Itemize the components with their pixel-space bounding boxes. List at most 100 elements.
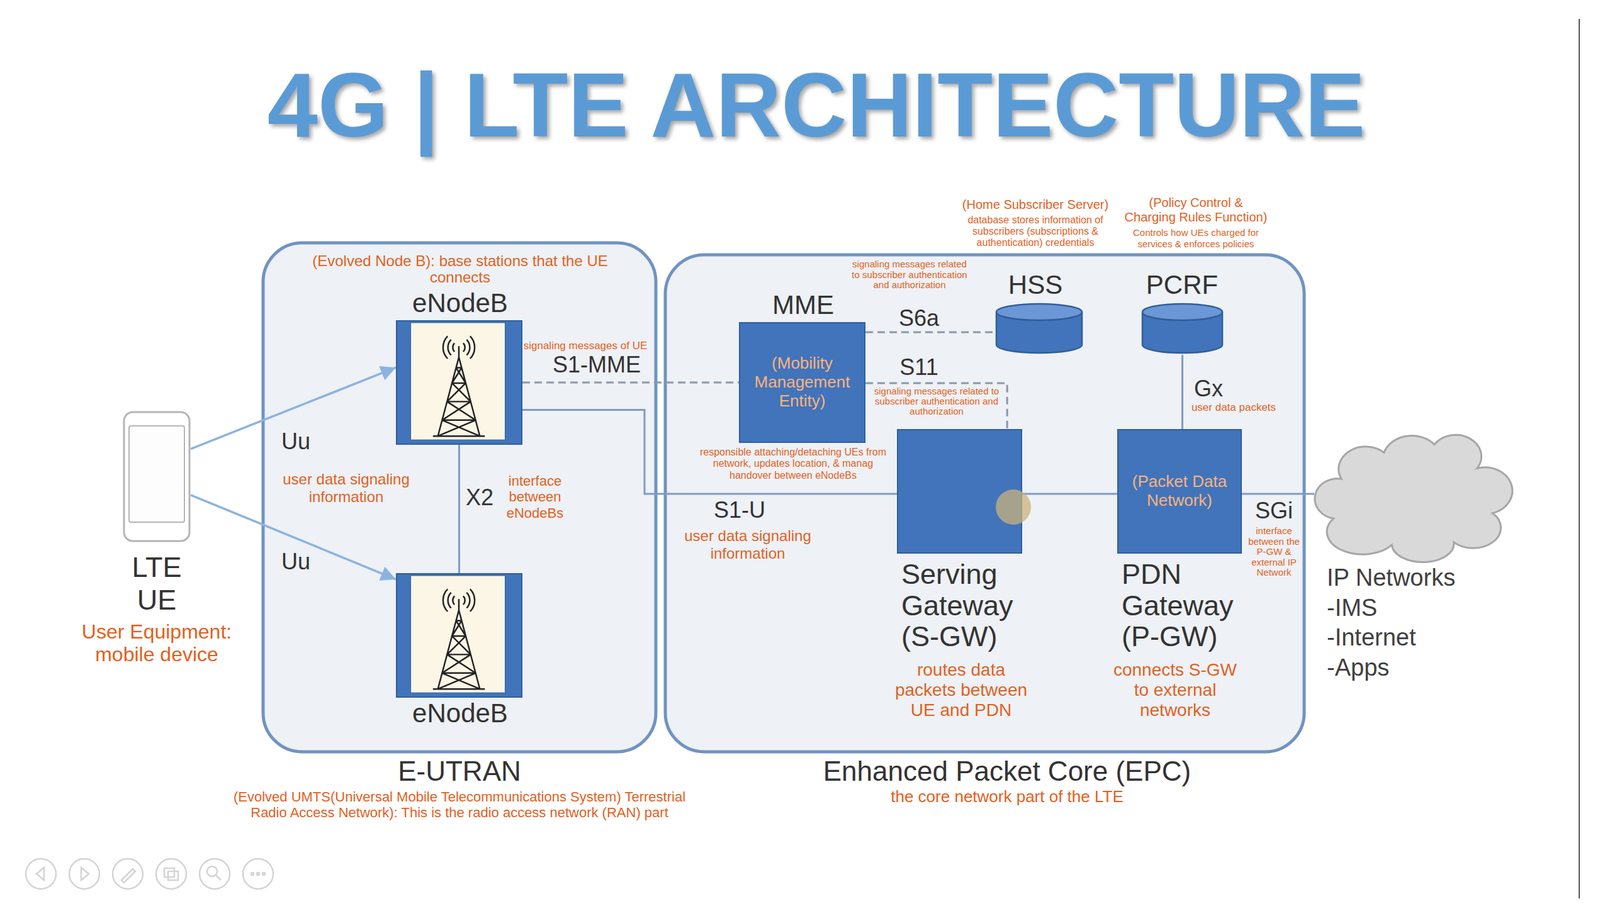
gateway-box: (Packet Data Network)PDN Gateway (P-GW)c…	[1117, 429, 1242, 554]
antenna-panel	[411, 322, 506, 440]
nav-glyph	[251, 873, 254, 876]
text-zone: (Home Subscriber Server)database stores …	[953, 197, 1118, 300]
text-zone: (Evolved Node B): base stations that the…	[309, 253, 612, 318]
slide-nav-buttons	[25, 859, 274, 890]
cloud-outline	[1314, 434, 1513, 563]
pointer-highlight	[995, 489, 1031, 525]
text-zone: (Mobility Management Entity)	[740, 323, 865, 442]
annotation-text: responsible attaching/detaching UEs from…	[695, 446, 891, 482]
node-label: PCRF	[1109, 270, 1255, 300]
cyl-shape	[1140, 302, 1225, 355]
node-label: -IMS	[1326, 593, 1491, 624]
annotation-text: database stores information of subscribe…	[953, 214, 1118, 250]
cylinder-top	[996, 304, 1082, 321]
connector-line	[865, 383, 1008, 430]
interface-label: Gx	[1194, 377, 1223, 401]
nav-button	[25, 859, 57, 890]
annotation-note: signaling messages of UE	[512, 339, 658, 353]
annotation-text: (Evolved UMTS(Universal Mobile Telecommu…	[220, 789, 699, 822]
annotation-text: (Mobility Management Entity)	[745, 354, 860, 412]
interface-label: Uu	[281, 550, 311, 574]
interface-label: S1-U	[713, 499, 766, 522]
node-label: E-UTRAN	[220, 755, 699, 789]
interface-label: SGi	[1255, 499, 1293, 523]
text-zone: LTE UEUser Equipment: mobile device	[81, 551, 233, 667]
pcrf-database: (Policy Control & Charging Rules Functio…	[1140, 302, 1225, 355]
annotation-text: routes data packets between UE and PDN	[885, 660, 1037, 722]
text-zone: E-UTRAN(Evolved UMTS(Universal Mobile Te…	[220, 755, 699, 821]
interface-label: S11	[899, 356, 938, 379]
region-outline	[665, 254, 1305, 753]
cloud-shape	[1314, 423, 1509, 556]
antenna-tower	[433, 336, 485, 437]
phone-body	[123, 412, 190, 542]
ue-device: LTE UEUser Equipment: mobile device	[122, 411, 191, 543]
cyl-shape	[994, 302, 1084, 355]
text-zone: Enhanced Packet Core (EPC)the core netwo…	[755, 755, 1259, 807]
text-zone: eNodeB	[371, 699, 549, 729]
annotation-note: user data signaling information	[665, 527, 830, 563]
connector-line	[865, 331, 995, 333]
connector-line	[190, 495, 396, 580]
enb-shape	[397, 321, 522, 444]
diagram-title: 4G | LTE ARCHITECTURE	[32, 60, 1600, 152]
text-zone: Serving Gateway (S-GW)routes data packet…	[885, 558, 1037, 721]
text-zone: responsible attaching/detaching UEs from…	[695, 446, 891, 482]
annotation-text: (Packet Data Network)	[1123, 472, 1236, 511]
text-zone: PDN Gateway (P-GW)connects S-GW to exter…	[1105, 558, 1245, 721]
annotation-text: (Evolved Node B): base stations that the…	[309, 253, 612, 287]
region-fills	[263, 242, 1305, 753]
cylinder-top	[1142, 304, 1223, 321]
node-label: LTE UE	[122, 551, 192, 617]
phone-screen	[129, 426, 185, 523]
node-label: Enhanced Packet Core (EPC)	[755, 755, 1259, 789]
enodeb-box: (Evolved Node B): base stations that the…	[395, 320, 523, 446]
nav-glyph	[168, 871, 179, 881]
slide-edge	[1578, 18, 1580, 899]
annotation-note: signaling messages related to subscriber…	[849, 259, 970, 291]
nav-glyph	[207, 866, 218, 877]
interface-label: Uu	[281, 430, 311, 454]
nav-glyph	[81, 867, 89, 881]
nav-glyph	[164, 868, 175, 878]
nav-glyph	[121, 869, 136, 884]
phone-shape	[122, 411, 191, 543]
nav-glyph	[215, 875, 221, 881]
interface-label: S1-MME	[552, 353, 641, 377]
node-label: -Apps	[1326, 653, 1491, 684]
node-label: eNodeB	[371, 699, 549, 729]
connector-line	[1022, 492, 1118, 495]
text-zone: MME	[740, 290, 867, 320]
annotation-note: signaling messages related to subscriber…	[870, 386, 1003, 417]
interface-label: X2	[465, 486, 494, 510]
antenna-panel	[411, 575, 506, 693]
enodeb-box: eNodeB	[395, 573, 523, 699]
enb-shape	[397, 574, 522, 697]
nav-button	[156, 859, 187, 890]
connector-line	[1241, 492, 1315, 495]
connector-line	[1181, 354, 1184, 430]
mme-box: MME(Mobility Management Entity)responsib…	[738, 322, 866, 444]
connector-line	[458, 445, 461, 574]
annotation-text: the core network part of the LTE	[755, 788, 1259, 807]
node-label: -Internet	[1326, 623, 1491, 654]
annotation-text: User Equipment: mobile device	[81, 620, 233, 668]
region-outline	[263, 242, 656, 753]
annotation-text: connects S-GW to external networks	[1105, 660, 1245, 722]
annotation-text: Controls how UEs charged for services & …	[1123, 227, 1269, 250]
node-label: HSS	[953, 270, 1118, 300]
node-label: MME	[740, 290, 867, 320]
text-zone: (Policy Control & Charging Rules Functio…	[1123, 195, 1269, 300]
node-label: eNodeB	[309, 288, 612, 318]
annotation-note: interface between eNodeBs	[497, 473, 573, 522]
annotation-note: user data signaling information	[267, 470, 425, 506]
node-label: IP Networks	[1326, 563, 1491, 594]
text-zone: (Packet Data Network)	[1118, 430, 1241, 553]
interface-label: S6a	[898, 307, 940, 330]
nav-glyph	[36, 867, 45, 881]
nav-glyph	[256, 873, 260, 876]
nav-glyph	[262, 873, 265, 876]
ip-network-cloud: IP Networks-IMS-Internet-Apps	[1314, 423, 1509, 556]
annotation-text: (Policy Control & Charging Rules Functio…	[1123, 195, 1269, 225]
